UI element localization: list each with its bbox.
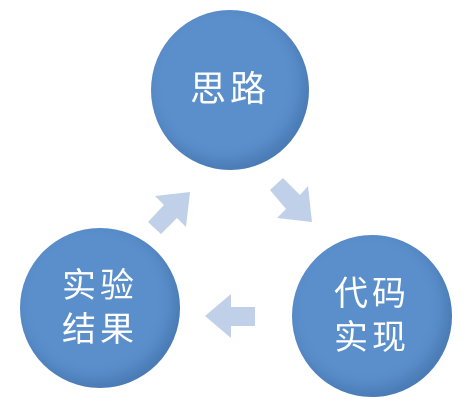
arrow-right-to-left (205, 294, 255, 338)
arrow-left-to-top (148, 192, 190, 234)
node-experiment-results-line-2: 结果 (62, 310, 138, 350)
node-code-implementation-line-2: 实现 (334, 318, 410, 358)
node-experiment-results: 实验 结果 (20, 228, 180, 388)
node-idea-label: 思路 (189, 68, 270, 110)
node-idea: 思路 (151, 10, 309, 170)
node-code-implementation: 代码 实现 (292, 235, 452, 397)
node-code-implementation-line-1: 代码 (334, 273, 410, 314)
arrow-top-to-right (270, 178, 312, 222)
node-experiment-results-line-1: 实验 (62, 265, 138, 306)
